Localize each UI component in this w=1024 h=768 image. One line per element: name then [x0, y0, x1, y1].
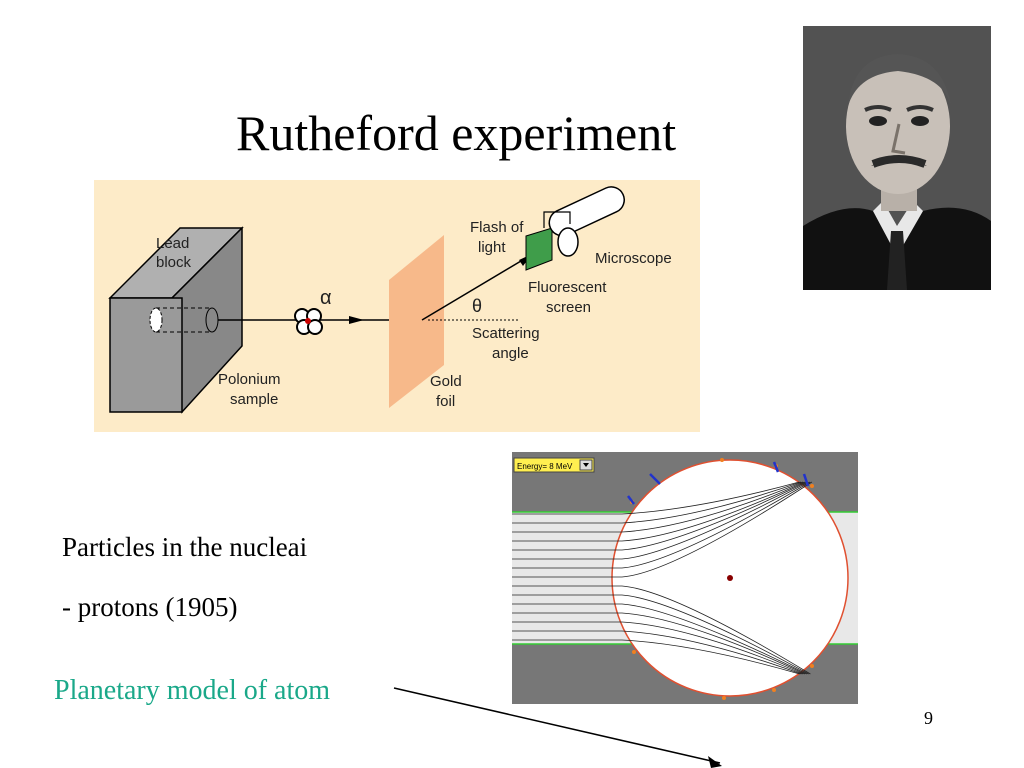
microscope [543, 186, 625, 257]
chevron-down-icon [583, 463, 589, 467]
theta-label: θ [472, 296, 482, 316]
bullet-protons: - protons (1905) [62, 592, 238, 622]
polonium-label-2: sample [230, 391, 278, 408]
scattering-simulation: Energy= 8 MeV [512, 452, 858, 704]
flash-label-2: light [478, 239, 506, 256]
scattering-label-1: Scattering [472, 325, 540, 342]
particle-track [512, 481, 800, 515]
particle-track [512, 481, 811, 569]
particle-track [512, 612, 806, 675]
detector-hit [722, 696, 726, 700]
detector-hit [632, 650, 636, 654]
rutherford-apparatus-diagram: Lead block α Polonium sample Gold foil F… [94, 180, 700, 432]
rutherford-portrait [803, 26, 991, 290]
particle-track [512, 481, 803, 533]
detector-hit [720, 458, 724, 462]
alpha-label: α [320, 287, 332, 309]
particle-track [512, 481, 809, 560]
fluorescent-label-2: screen [546, 299, 591, 316]
polonium-sample [149, 307, 163, 333]
detector-hit [810, 664, 814, 668]
detector-hit [810, 484, 814, 488]
bullet-nucleus-particles: Particles in the nucleai [62, 532, 308, 562]
microscope-label: Microscope [595, 250, 672, 267]
particle-track [512, 585, 811, 675]
nucleus [727, 575, 733, 581]
page-number: 9 [924, 708, 933, 728]
particle-track [512, 621, 804, 675]
particle-track [512, 594, 809, 675]
energy-select-label: Energy= 8 MeV [517, 462, 573, 471]
lead-block-front [109, 297, 183, 413]
gold-label-1: Gold [430, 373, 462, 390]
energy-select[interactable] [513, 457, 595, 473]
particle-track [512, 481, 805, 542]
particle-track [512, 481, 802, 524]
gold-label-2: foil [436, 393, 455, 410]
particle-tracks [512, 458, 814, 700]
particle-track [512, 603, 807, 675]
flash-label-1: Flash of [470, 219, 524, 236]
detector-hit [772, 688, 776, 692]
particle-track [512, 481, 807, 551]
lead-label-1: Lead [156, 235, 189, 252]
particle-track [512, 630, 802, 675]
gold-foil [389, 235, 444, 408]
planetary-model-link[interactable]: Planetary model of atom [54, 675, 331, 706]
slide-title: Rutheford experiment [236, 105, 677, 161]
polonium-label-1: Polonium [218, 371, 281, 388]
fluorescent-screen [525, 227, 553, 271]
alpha-particle [294, 308, 323, 335]
scattering-label-2: angle [492, 345, 529, 362]
fluorescent-label-1: Fluorescent [528, 279, 607, 296]
particle-track [512, 481, 813, 578]
lead-label-2: block [156, 254, 192, 271]
particle-track [512, 639, 800, 675]
